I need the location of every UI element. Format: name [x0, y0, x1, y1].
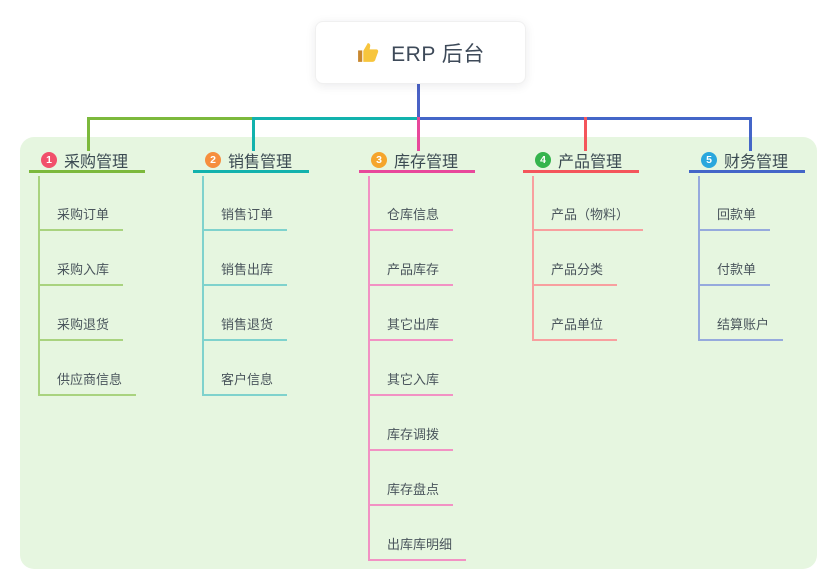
child-node[interactable]: 销售订单 [202, 205, 288, 231]
child-node[interactable]: 产品（物料） [532, 205, 644, 231]
branch-title: 产品管理 [558, 154, 623, 171]
child-node-row: 库存调拨 [368, 425, 454, 451]
branch-number-badge: 2 [205, 152, 221, 168]
branch-node-purchase[interactable]: 1 采购管理 [29, 150, 145, 173]
root-node-label: ERP 后台 [391, 42, 485, 66]
child-node[interactable]: 结算账户 [698, 315, 784, 341]
branch-node-sales[interactable]: 2 销售管理 [193, 150, 309, 173]
branch-child-connector [698, 176, 700, 341]
child-node-row: 产品（物料） [532, 205, 644, 231]
branch-number-badge: 4 [535, 152, 551, 168]
connector-drop [252, 117, 255, 151]
connector-trunk-segment [252, 117, 418, 120]
root-node[interactable]: ERP 后台 [315, 21, 526, 84]
branch-child-connector [532, 176, 534, 341]
child-node-row: 付款单 [698, 260, 771, 286]
child-node[interactable]: 销售出库 [202, 260, 288, 286]
child-node[interactable]: 付款单 [698, 260, 771, 286]
child-node-row: 客户信息 [202, 370, 288, 396]
thumbs-up-icon [356, 40, 381, 65]
child-node[interactable]: 产品分类 [532, 260, 618, 286]
child-node[interactable]: 仓库信息 [368, 205, 454, 231]
branch-number-badge: 1 [41, 152, 57, 168]
child-node[interactable]: 其它出库 [368, 315, 454, 341]
child-node-row: 采购退货 [38, 315, 124, 341]
branch-node-inventory[interactable]: 3 库存管理 [359, 150, 475, 173]
child-node-row: 采购入库 [38, 260, 124, 286]
child-node-row: 仓库信息 [368, 205, 454, 231]
branch-title: 销售管理 [228, 154, 293, 171]
child-node-row: 其它入库 [368, 370, 454, 396]
connector-drop [584, 117, 587, 151]
child-node-row: 供应商信息 [38, 370, 137, 396]
child-node[interactable]: 产品库存 [368, 260, 454, 286]
child-node[interactable]: 采购订单 [38, 205, 124, 231]
child-node-row: 销售出库 [202, 260, 288, 286]
branch-node-product[interactable]: 4 产品管理 [523, 150, 639, 173]
branch-child-connector [368, 176, 370, 561]
child-node-row: 出库库明细 [368, 535, 467, 561]
branches-panel [20, 137, 817, 569]
branch-node-finance[interactable]: 5 财务管理 [689, 150, 805, 173]
branch-number-badge: 5 [701, 152, 717, 168]
child-node[interactable]: 回款单 [698, 205, 771, 231]
child-node-row: 采购订单 [38, 205, 124, 231]
child-node[interactable]: 销售退货 [202, 315, 288, 341]
connector-trunk-segment [87, 117, 253, 120]
connector-drop [87, 117, 90, 151]
child-node[interactable]: 库存盘点 [368, 480, 454, 506]
branch-child-connector [38, 176, 40, 396]
branch-title: 库存管理 [394, 154, 459, 171]
child-node-row: 结算账户 [698, 315, 784, 341]
child-node[interactable]: 客户信息 [202, 370, 288, 396]
child-node[interactable]: 出库库明细 [368, 535, 467, 561]
child-node-row: 销售退货 [202, 315, 288, 341]
child-node[interactable]: 其它入库 [368, 370, 454, 396]
child-node[interactable]: 供应商信息 [38, 370, 137, 396]
branch-number-badge: 3 [371, 152, 387, 168]
branch-title: 采购管理 [64, 154, 129, 171]
child-node[interactable]: 采购入库 [38, 260, 124, 286]
child-node-row: 回款单 [698, 205, 771, 231]
branch-child-connector [202, 176, 204, 396]
branch-title: 财务管理 [724, 154, 789, 171]
child-node-row: 产品库存 [368, 260, 454, 286]
child-node[interactable]: 产品单位 [532, 315, 618, 341]
child-node-row: 产品单位 [532, 315, 618, 341]
child-node[interactable]: 采购退货 [38, 315, 124, 341]
child-node-row: 其它出库 [368, 315, 454, 341]
child-node-row: 库存盘点 [368, 480, 454, 506]
connector-drop [417, 117, 420, 151]
root-connector-line [417, 82, 420, 118]
child-node-row: 产品分类 [532, 260, 618, 286]
child-node-row: 销售订单 [202, 205, 288, 231]
child-node[interactable]: 库存调拨 [368, 425, 454, 451]
connector-drop [749, 117, 752, 151]
